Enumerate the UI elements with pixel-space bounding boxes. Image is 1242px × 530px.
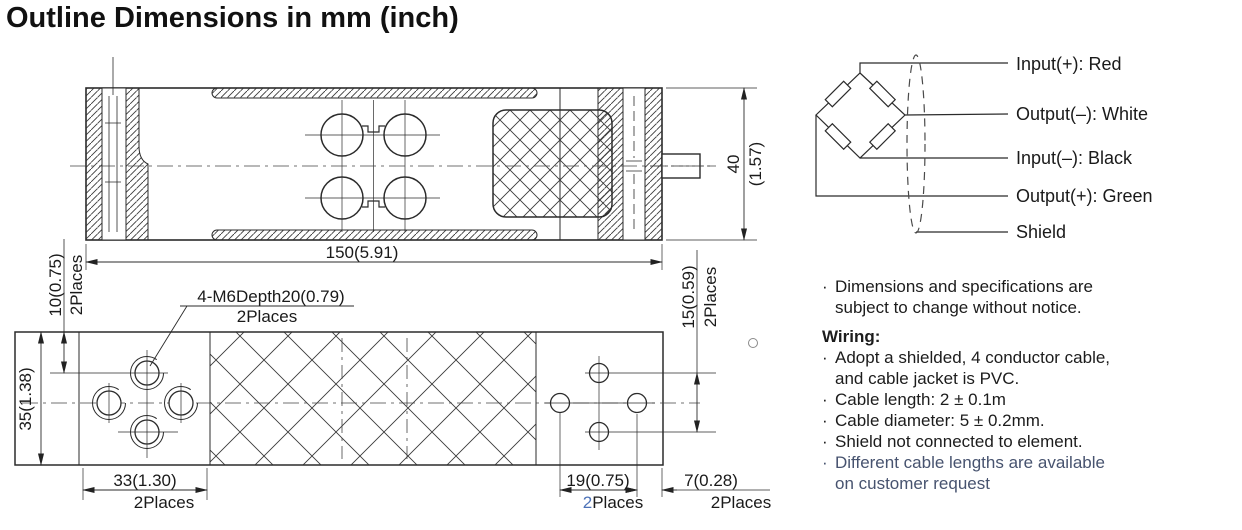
wiring-note-custom-length: · Different cable lengths are available o…: [822, 452, 1242, 494]
dim-hole-vspace-places: 2Places: [701, 267, 720, 327]
bullet-icon: ·: [822, 411, 828, 430]
notes-section: · Dimensions and specifications are subje…: [822, 276, 1242, 494]
wire-label-input-neg: Input(–): Black: [1016, 148, 1133, 168]
disclaimer-line1: Dimensions and specifications are: [835, 277, 1093, 296]
dim-edge-offset-places: 2Places: [67, 255, 86, 315]
wiring-note-shield: · Shield not connected to element.: [822, 432, 1083, 451]
disclaimer-line2: subject to change without notice.: [835, 298, 1082, 317]
dim-edge-offset-label: 10(0.75): [46, 253, 65, 316]
bullet-icon: ·: [822, 432, 828, 451]
dim-hole-hspace-places-num: 2: [583, 493, 592, 512]
wire-label-output-pos: Output(+): Green: [1016, 186, 1153, 206]
dim-left-pocket-places: 2Places: [134, 493, 194, 512]
thread-callout-places: 2Places: [237, 307, 297, 326]
clover-cutout: [305, 100, 440, 232]
dim-hole-hspace-label: 19(0.75): [566, 471, 629, 490]
dim-height-inch-label: (1.57): [746, 142, 765, 186]
dim-right-edge-places: 2Places: [711, 493, 771, 512]
cable-shield-ellipse: [906, 54, 926, 234]
stray-mark: [748, 338, 758, 348]
bottom-view: [14, 239, 770, 500]
wire-label-output-neg: Output(–): White: [1016, 104, 1148, 124]
wiring-note-cable-line1: Adopt a shielded, 4 conductor cable,: [835, 348, 1111, 367]
left-mounting-holes: [50, 350, 198, 458]
thread-callout-label: 4-M6Depth20(0.79): [197, 287, 344, 306]
wiring-note-custom-line2: on customer request: [835, 474, 990, 493]
dim-right-edge-label: 7(0.28): [684, 471, 738, 490]
wiring-note-custom-line1: Different cable lengths are available: [835, 453, 1105, 472]
outline-drawing: 150(5.91) 40 (1.57): [14, 57, 771, 512]
bullet-icon: ·: [822, 453, 828, 472]
dim-length-label: 150(5.91): [326, 243, 399, 262]
bullet-icon: ·: [822, 277, 828, 296]
dim-hole-hspace-places-word: Places: [592, 493, 643, 512]
dim-hole-hspace-places: 2Places: [583, 493, 644, 512]
dim-length: [85, 244, 663, 270]
wiring-note-diameter: · Cable diameter: 5 ± 0.2mm.: [822, 411, 1045, 430]
bullet-icon: ·: [822, 390, 828, 409]
wiring-diagram: Input(+): Red Output(–): White Input(–):…: [815, 54, 1153, 242]
bridge-wires: [815, 62, 1009, 233]
dim-height-mm-label: 40: [724, 155, 743, 174]
dim-hole-vspace-label: 15(0.59): [679, 265, 698, 328]
wiring-note-cable-line2: and cable jacket is PVC.: [835, 369, 1020, 388]
wire-label-input-pos: Input(+): Red: [1016, 54, 1122, 74]
side-view: [70, 57, 757, 270]
disclaimer-note: · Dimensions and specifications are subje…: [822, 276, 1242, 318]
wiring-heading: Wiring:: [822, 327, 881, 346]
wiring-note-length: · Cable length: 2 ± 0.1m: [822, 390, 1006, 409]
bullet-icon: ·: [822, 348, 828, 367]
wheatstone-bridge: [815, 72, 906, 159]
wire-label-shield: Shield: [1016, 222, 1066, 242]
dim-height: [666, 87, 757, 241]
dim-left-pocket-label: 33(1.30): [113, 471, 176, 490]
right-holes: [545, 356, 716, 450]
page-title: Outline Dimensions in mm (inch): [6, 2, 459, 34]
wiring-note-cable: · Adopt a shielded, 4 conductor cable, an…: [822, 347, 1242, 389]
dim-width-label: 35(1.38): [16, 367, 35, 430]
